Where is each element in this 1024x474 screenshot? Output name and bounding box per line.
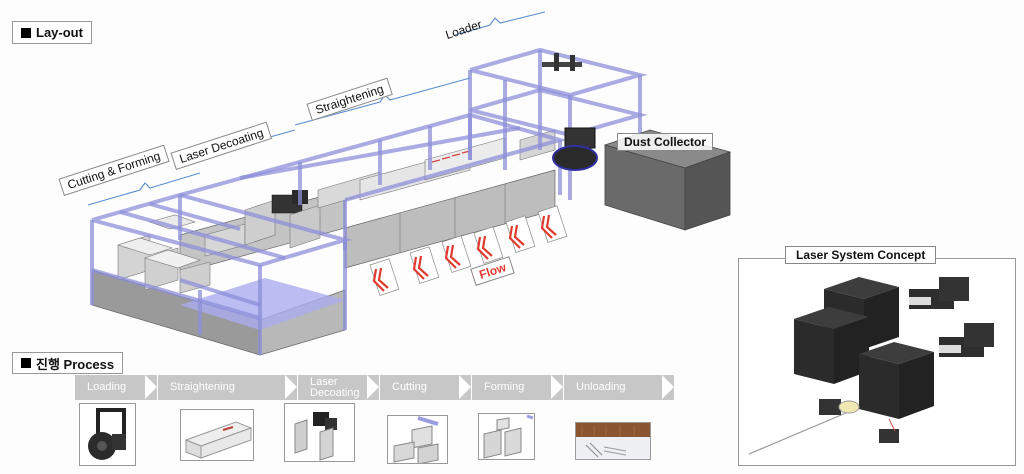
loader-gripper	[542, 53, 582, 71]
thumbnail-loading	[79, 403, 136, 466]
layout-diagram	[87, 11, 732, 356]
layout-title-box: Lay-out	[12, 21, 92, 44]
process-step-unloading: Unloading	[564, 375, 675, 400]
process-step-forming: Forming	[472, 375, 564, 400]
process-title-box: 진행 Process	[12, 352, 124, 374]
floor-highlight	[180, 278, 345, 330]
process-step-straightening: Straightening	[158, 375, 298, 400]
process-step-loading: Loading	[75, 375, 158, 400]
laser-system-title: Laser System Concept	[785, 246, 937, 264]
cutting-forming-machines	[117, 214, 246, 294]
process-flow-bar: Loading Straightening Laser Decoating Cu…	[75, 375, 675, 400]
structural-frame	[90, 47, 648, 355]
layout-title: Lay-out	[36, 25, 83, 40]
thumbnail-laser-decoating	[284, 403, 355, 462]
thumbnail-unloading	[575, 422, 651, 460]
thumbnail-forming	[478, 413, 535, 460]
process-title: 진행 Process	[36, 356, 115, 372]
process-step-cutting: Cutting	[380, 375, 472, 400]
square-bullet-icon	[21, 358, 31, 368]
coil-reel	[552, 127, 598, 171]
laser-system-illustration	[748, 277, 994, 455]
laser-system-panel	[738, 258, 1016, 466]
thumbnail-cutting	[387, 415, 448, 464]
thumbnail-straightening	[180, 409, 254, 461]
square-bullet-icon	[21, 27, 31, 38]
dust-collector-label: Dust Collector	[617, 133, 714, 151]
process-step-laser-decoating: Laser Decoating	[298, 375, 380, 400]
flow-arrows	[369, 205, 568, 296]
